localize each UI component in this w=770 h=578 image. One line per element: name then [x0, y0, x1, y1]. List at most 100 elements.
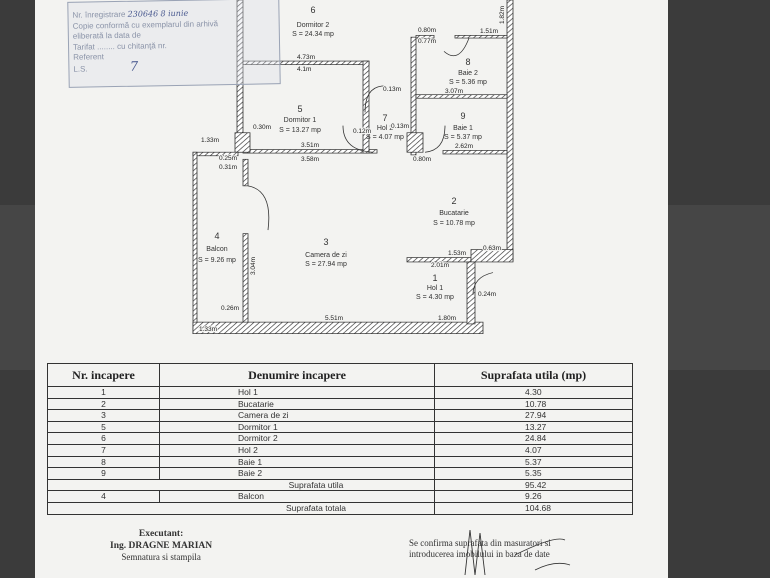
room-name: Baie 1 [453, 125, 473, 132]
dimension-label: 0.25m [219, 155, 237, 162]
surface-table: Nr. incapere Denumire incapere Suprafata… [47, 363, 633, 515]
room-nr: 1 [432, 273, 437, 283]
cell-name: Baie 1 [159, 455, 435, 469]
cell-name: Bucatarie [159, 397, 435, 411]
dimension-label: 5.51m [325, 315, 343, 322]
cell-nr: 6 [47, 432, 160, 445]
room-nr: 2 [451, 196, 456, 206]
room-nr: 7 [382, 113, 387, 123]
room-area: S = 10.78 mp [433, 220, 475, 227]
room-nr: 3 [323, 237, 328, 247]
cell-nr: 9 [47, 467, 160, 480]
room-name: Camera de zi [305, 252, 347, 259]
room-name: Dormitor 2 [297, 22, 330, 29]
dimension-label: 0.63m [483, 245, 501, 252]
dimension-label: 0.77m [418, 38, 436, 45]
cell-name: Camera de zi [159, 409, 435, 422]
dimension-label: 0.31m [219, 164, 237, 171]
cell-area: 4.30 [434, 386, 633, 399]
cell-name: Hol 1 [159, 386, 435, 399]
room-area: S = 5.37 mp [444, 134, 482, 141]
floor-plan: 6 Dormitor 2 S = 24.34 mp 8 Baie 2 S = 5… [192, 0, 514, 334]
walls [192, 0, 514, 334]
table-header: Nr. incapere Denumire incapere Suprafata… [47, 363, 633, 387]
room-name: Hol 1 [427, 285, 443, 292]
dimension-label: 0.24m [478, 291, 496, 298]
column-header: Nr. incapere [47, 363, 160, 387]
dimension-label: 0.12m [353, 128, 371, 135]
dimension-label: 1.53m [448, 250, 466, 257]
cell-name: Hol 2 [159, 443, 435, 457]
cell-area: 13.27 [434, 420, 633, 434]
confirmation-line: introducerea imobilului in baza de date [409, 549, 550, 559]
cell-area: 4.07 [434, 443, 633, 457]
room-name: Hol 2 [377, 125, 393, 132]
useful-surface-value: 95.42 [434, 478, 633, 492]
cell-nr: 8 [47, 455, 160, 469]
room-name: Baie 2 [458, 70, 478, 77]
column-header: Suprafata utila (mp) [434, 363, 633, 387]
stamp-line: L.S. [73, 64, 88, 74]
cell-area: 9.26 [434, 490, 633, 503]
cell-nr: 3 [47, 409, 160, 422]
cell-area: 27.94 [434, 409, 633, 422]
handwritten-signature [464, 529, 571, 576]
cell-nr: 7 [47, 443, 160, 457]
document-page: 6 Dormitor 2 S = 24.34 mp 8 Baie 2 S = 5… [35, 0, 668, 578]
room-nr: 6 [310, 5, 315, 15]
dimension-label: 1.80m [438, 315, 456, 322]
room-name: Balcon [206, 246, 228, 253]
stamp-line: Nr. înregistrare [72, 9, 126, 20]
room-area: S = 4.30 mp [416, 294, 454, 301]
useful-surface-label: Suprafata utila [47, 478, 435, 492]
cell-nr: 5 [47, 420, 160, 434]
dimension-label: 4.73m [297, 54, 315, 61]
stamp-handwritten-mark: 7 [129, 59, 139, 75]
room-area: S = 5.36 mp [449, 79, 487, 86]
column-header: Denumire incapere [159, 363, 435, 387]
room-area: S = 27.94 mp [305, 261, 347, 268]
cell-area: 10.78 [434, 397, 633, 411]
room-nr: 5 [297, 104, 302, 114]
dimension-label: 1.33m [199, 326, 217, 333]
confirmation-line: Se confirma suprafata din masuratori si [409, 538, 551, 548]
room-nr: 9 [460, 111, 465, 121]
room-area: S = 4.07 mp [366, 134, 404, 141]
room-name: Dormitor 1 [284, 117, 317, 124]
dimension-label: 0.80m [418, 27, 436, 34]
room-area: S = 9.26 mp [198, 257, 236, 264]
room-area: S = 24.34 mp [292, 31, 334, 38]
dimension-label: 0.13m [391, 123, 409, 130]
cell-name: Baie 2 [159, 467, 435, 480]
dimension-label: 4.1m [297, 66, 311, 73]
dimension-label: 2.01m [431, 262, 449, 269]
doors [247, 37, 494, 295]
dimension-label: 2.62m [455, 143, 473, 150]
cell-nr: 2 [47, 397, 160, 411]
dimension-label: 0.13m [383, 86, 401, 93]
total-surface-value: 104.68 [434, 501, 633, 515]
executant-name: Ing. DRAGNE MARIAN [110, 541, 213, 551]
registration-stamp: Nr. înregistrare 230646 8 iunie Copie co… [67, 0, 281, 88]
dimension-label: 3.07m [445, 88, 463, 95]
dimension-label: 3.51m [301, 142, 319, 149]
room-nr: 8 [465, 57, 470, 67]
cell-area: 24.84 [434, 432, 633, 445]
dimension-label: 0.30m [253, 124, 271, 131]
cell-area: 5.35 [434, 467, 633, 480]
dimension-label: 0.80m [413, 156, 431, 163]
stamp-handwritten-date: 8 iunie [160, 8, 189, 19]
total-surface-label: Suprafata totala [47, 501, 435, 515]
dimension-label: 0.26m [221, 305, 239, 312]
cell-name: Dormitor 2 [159, 432, 435, 445]
cell-area: 5.37 [434, 455, 633, 469]
dimension-label: 1.82m [499, 6, 506, 24]
